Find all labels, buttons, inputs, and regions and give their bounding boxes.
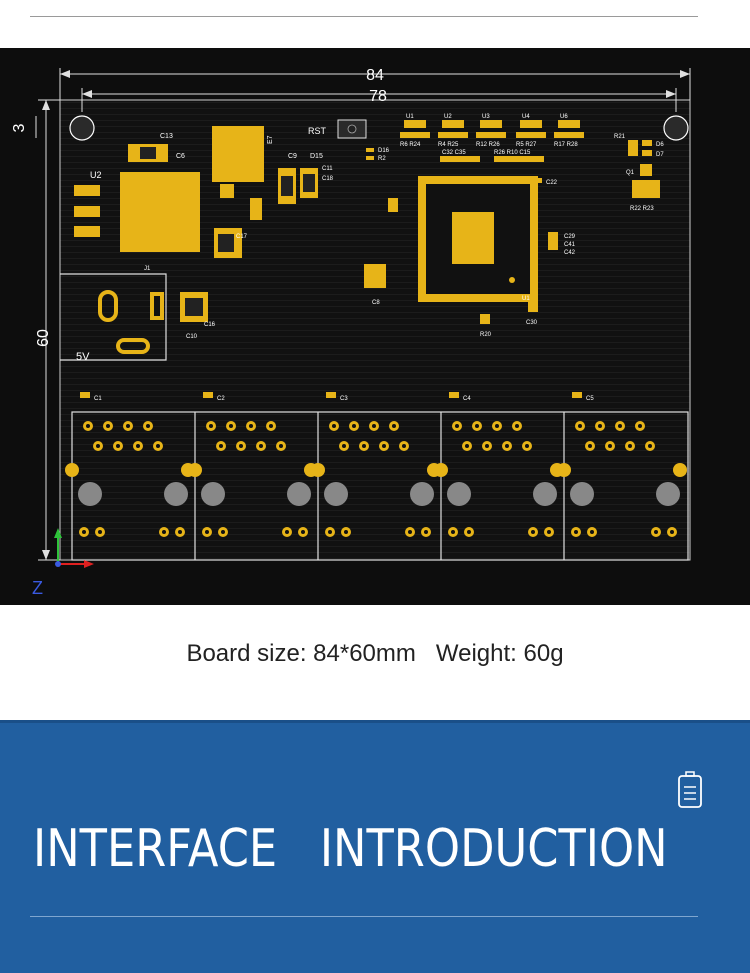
dim-60-label: 60	[35, 329, 52, 347]
c42-label: C42	[564, 250, 576, 256]
j1-outline	[60, 273, 167, 361]
top-divider	[30, 16, 698, 17]
c9-label: C9	[288, 153, 297, 160]
c17-label: C17	[236, 234, 248, 240]
rst-label: RST	[308, 126, 327, 136]
u1-label: U1	[522, 296, 530, 302]
axis-z-label: Z	[32, 578, 43, 598]
d7-label: D7	[656, 152, 664, 158]
c29-label: C29	[564, 234, 576, 240]
r21-label: R21	[614, 134, 626, 140]
dimension-lines	[35, 68, 691, 561]
e7-label: E7	[267, 135, 274, 144]
u2-label: U2	[90, 170, 102, 180]
r22-r23-label: R22 R23	[630, 206, 654, 212]
dim-78-label: 78	[369, 88, 387, 105]
mount-hole-right	[663, 115, 689, 141]
section-divider	[30, 916, 698, 917]
u-row-label-5: U6	[560, 114, 568, 120]
d16-label: D16	[378, 148, 390, 154]
d6-label: D6	[656, 142, 664, 148]
c13-label: C13	[160, 133, 173, 140]
r20-label: R20	[480, 332, 492, 338]
board-outline	[59, 99, 691, 561]
top-component-row	[400, 120, 584, 162]
c-row-label-1: C32 C35	[442, 150, 466, 156]
pcb-board-render: 84 78 60 3 U2 C13 C6 E7 C9 D15 C11 C18	[0, 48, 750, 605]
port-label-2: C2	[217, 396, 225, 402]
u-row-label-2: U2	[444, 114, 452, 120]
rj45-port-row	[65, 392, 689, 561]
c30-label: C30	[526, 320, 538, 326]
u-row-label-1: U1	[406, 114, 414, 120]
c41-label: C41	[564, 242, 576, 248]
dimension-arrows	[42, 70, 690, 560]
power-label: 5V	[76, 351, 90, 363]
section-banner: INTERFACE INTRODUCTION	[0, 720, 750, 973]
j1-label: J1	[144, 266, 151, 272]
port-label-3: C3	[340, 396, 348, 402]
c-row-label-2: R26 R10 C15	[494, 150, 531, 156]
c22-label: C22	[546, 180, 558, 186]
c6-label: C6	[176, 153, 185, 160]
d15-label: D15	[310, 153, 323, 160]
board-weight-text: Weight: 60g	[435, 640, 564, 667]
q1-label: Q1	[626, 170, 635, 176]
board-size-text: Board size: 84*60mm	[186, 640, 416, 667]
c18-label: C18	[322, 176, 334, 182]
dim-3-label: 3	[11, 123, 28, 132]
e7-inductor	[212, 126, 264, 182]
board-spec-caption: Board size: 84*60mm Weight: 60g	[0, 640, 750, 668]
r-row-label-2: R4 R25	[438, 142, 459, 148]
port-label-4: C4	[463, 396, 471, 402]
u-row-label-4: U4	[522, 114, 530, 120]
u1-chip	[452, 212, 494, 264]
u2-regulator	[120, 172, 200, 252]
mount-hole-left	[69, 115, 95, 141]
u-row-label-3: U3	[482, 114, 490, 120]
r2-label: R2	[378, 156, 386, 162]
c11-label: C11	[322, 166, 333, 172]
battery-icon	[678, 771, 702, 808]
axis-indicator	[54, 528, 94, 568]
port-label-1: C1	[94, 396, 102, 402]
rj45-port	[65, 392, 195, 537]
c8-label: C8	[372, 300, 380, 306]
dim-84-label: 84	[366, 67, 384, 84]
r-row-label-5: R17 R28	[554, 142, 578, 148]
port-label-5: C5	[586, 396, 594, 402]
r-row-label-4: R5 R27	[516, 142, 537, 148]
r-row-label-1: R6 R24	[400, 142, 421, 148]
section-title: INTERFACE INTRODUCTION	[33, 819, 668, 879]
r-row-label-3: R12 R26	[476, 142, 500, 148]
pcb-board-svg: 84 78 60 3 U2 C13 C6 E7 C9 D15 C11 C18	[11, 67, 691, 598]
c10-label: C10	[186, 334, 198, 340]
c16-label: C16	[204, 322, 216, 328]
